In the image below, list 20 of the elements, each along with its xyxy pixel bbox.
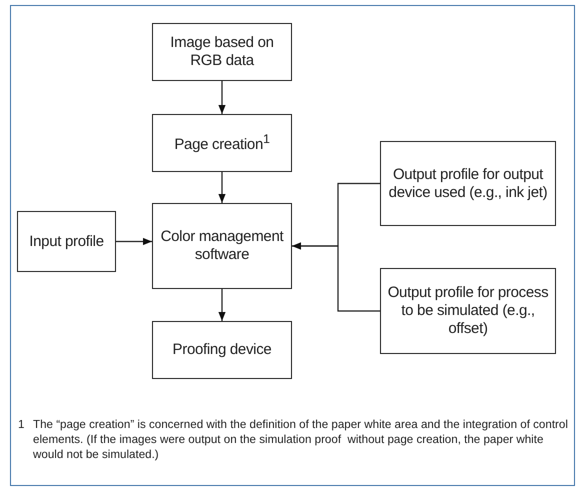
process-box — [17, 211, 116, 272]
arrow — [218, 172, 226, 203]
box-label: Input profile — [29, 232, 104, 250]
box-label: Output profile for process to be simulated (e.g., offset) — [386, 284, 550, 338]
box-label: Proofing device — [172, 341, 272, 359]
arrow — [292, 242, 380, 312]
arrow — [218, 289, 226, 321]
box-label: Color management software — [160, 228, 284, 264]
box-label: Image based on RGB data — [169, 34, 275, 70]
process-box — [152, 321, 292, 379]
box-label: Page creation$^{1}$ — [174, 132, 270, 154]
process-box — [152, 114, 292, 172]
arrow — [116, 238, 152, 246]
process-box — [380, 268, 556, 354]
process-box — [152, 23, 292, 81]
process-box — [152, 203, 292, 289]
arrow — [218, 81, 226, 114]
process-box — [380, 141, 556, 226]
footnote-text: The “page creation” is concerned with the definition of the paper white area and the integration of control elements. (If the images were output on the simulation proof without page creation, the paper white would not be simulated.) — [33, 417, 569, 462]
box-label: Output profile for output device used (e.g., ink jet) — [388, 166, 548, 202]
